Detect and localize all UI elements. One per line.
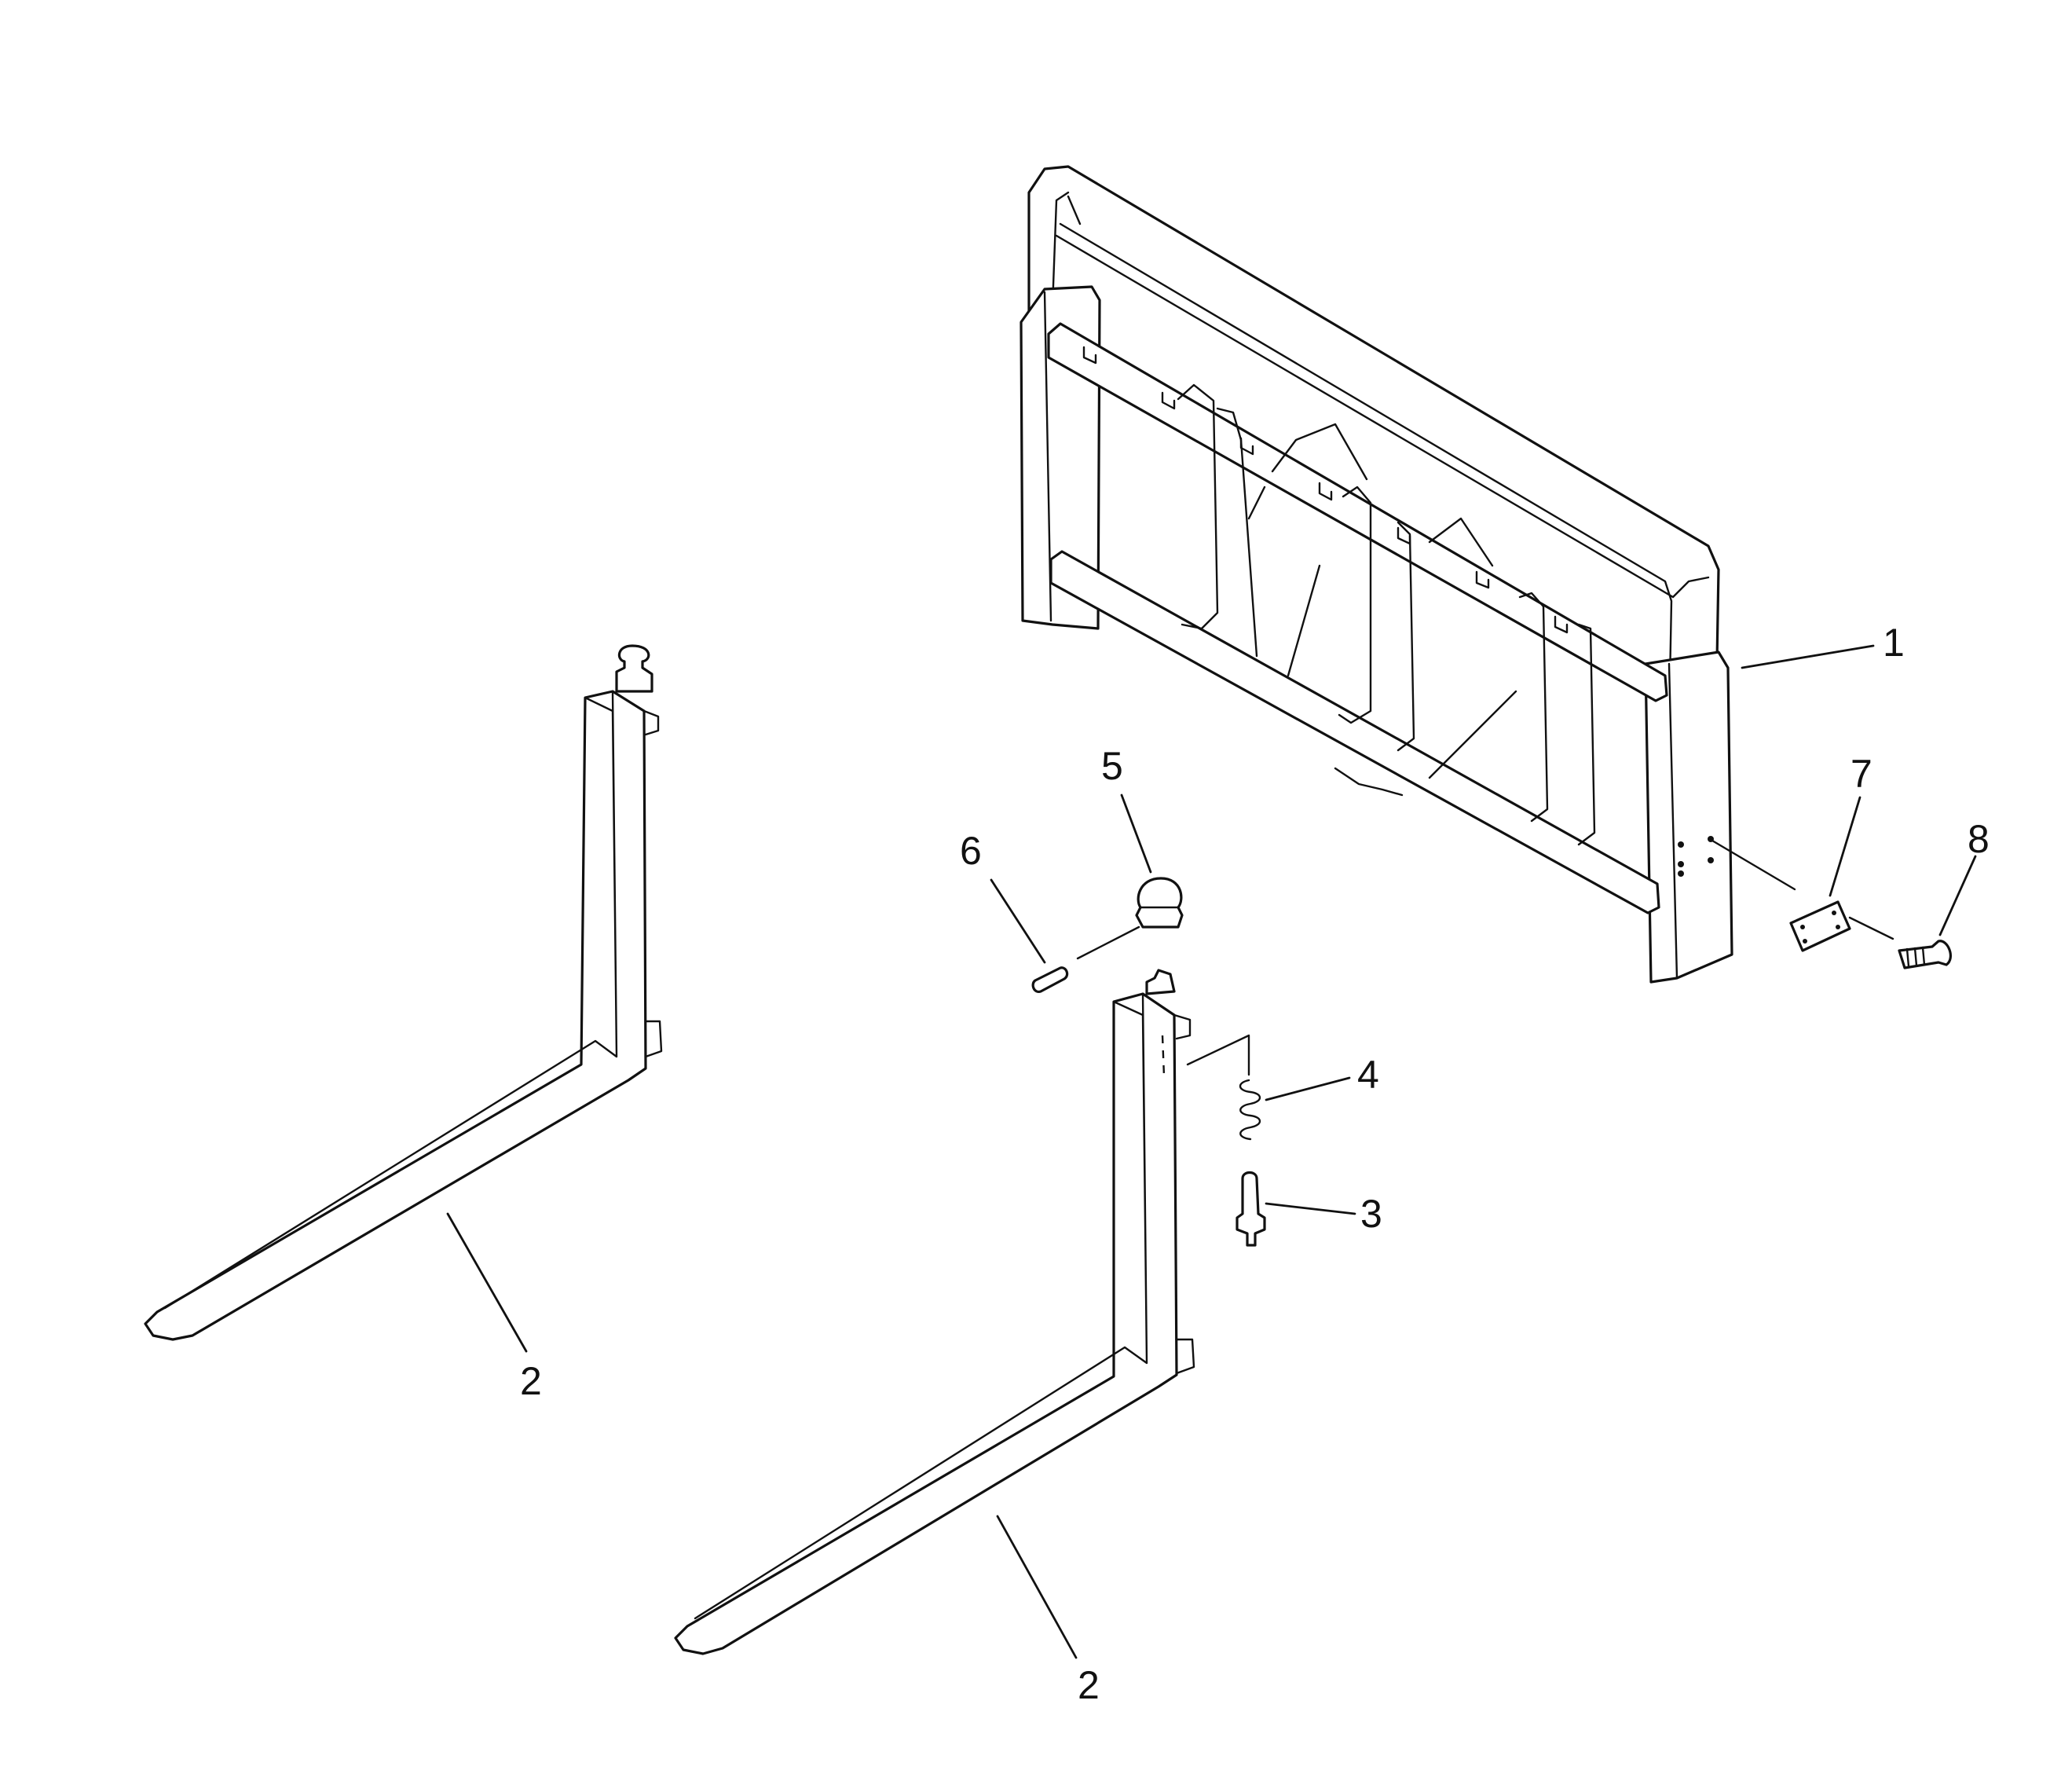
assembly-lines	[1076, 839, 1894, 1076]
fork-right-knob-stub	[1145, 969, 1176, 995]
knob-body	[1135, 877, 1184, 929]
assembly-line-pin6-knob5	[1076, 925, 1140, 960]
lock-pin	[1236, 1171, 1266, 1247]
callout-5: 5	[1101, 744, 1123, 788]
callout-4: 4	[1357, 1053, 1379, 1097]
roll-pin-body	[1031, 966, 1069, 994]
leader-2b	[996, 1515, 1078, 1659]
fork-right-hook	[1173, 1013, 1195, 1375]
fork-right-edge	[694, 992, 1148, 1620]
spring-coils	[1239, 1079, 1261, 1141]
fork-left-hook	[642, 709, 663, 1058]
leader-8	[1938, 855, 1977, 936]
fork-left	[144, 644, 663, 1341]
knob	[1135, 877, 1184, 929]
assembly-line-plate-bolt	[1848, 916, 1894, 940]
carriage-ribs	[1177, 383, 1596, 846]
carriage-right-side-plate	[1644, 650, 1733, 984]
lock-pin-body	[1236, 1171, 1266, 1247]
leader-5	[1120, 793, 1152, 874]
carriage-lower-bar-notch	[1334, 767, 1404, 797]
fork-right	[674, 969, 1195, 1655]
fork-left-knob	[615, 644, 653, 693]
leader-3	[1265, 1202, 1356, 1215]
fork-right-pin-hole	[1161, 1035, 1166, 1077]
carriage-back-plate-inner	[1043, 191, 1710, 599]
carriage	[1020, 165, 1733, 984]
carriage-lower-bar	[1049, 550, 1660, 914]
assembly-line-carriage-plate	[1711, 839, 1796, 891]
roll-pin	[1031, 966, 1069, 994]
fork-left-edge	[163, 690, 618, 1310]
carriage-back-plate	[1027, 165, 1720, 728]
callout-2b: 2	[1078, 1663, 1100, 1707]
carriage-upper-bar-slots	[1082, 346, 1569, 634]
leader-6	[990, 878, 1046, 964]
callout-2a: 2	[520, 1359, 542, 1403]
callout-8: 8	[1968, 817, 1990, 861]
leader-4	[1265, 1076, 1351, 1101]
leader-2a	[446, 1212, 528, 1353]
spring	[1239, 1079, 1261, 1141]
callout-6: 6	[960, 829, 982, 873]
callout-labels: 1 2 2 3 4 5 6 7 8	[520, 621, 1990, 1707]
assembly-line-fork-spring	[1186, 1034, 1250, 1076]
bolt-body	[1898, 940, 1952, 969]
bolt	[1898, 940, 1952, 969]
carriage-right-side-edge	[1667, 662, 1678, 980]
leader-lines	[446, 644, 1977, 1659]
bolt-threads	[1905, 946, 1926, 968]
plate	[1789, 900, 1851, 952]
fork-left-body	[144, 690, 647, 1341]
callout-3: 3	[1360, 1192, 1382, 1236]
fork-right-body	[674, 992, 1178, 1655]
leader-1	[1741, 644, 1875, 669]
carriage-upper-bar	[1047, 322, 1668, 702]
plate-body	[1789, 900, 1851, 952]
callout-7: 7	[1851, 752, 1872, 796]
leader-7	[1829, 796, 1862, 897]
callout-1: 1	[1883, 621, 1905, 665]
